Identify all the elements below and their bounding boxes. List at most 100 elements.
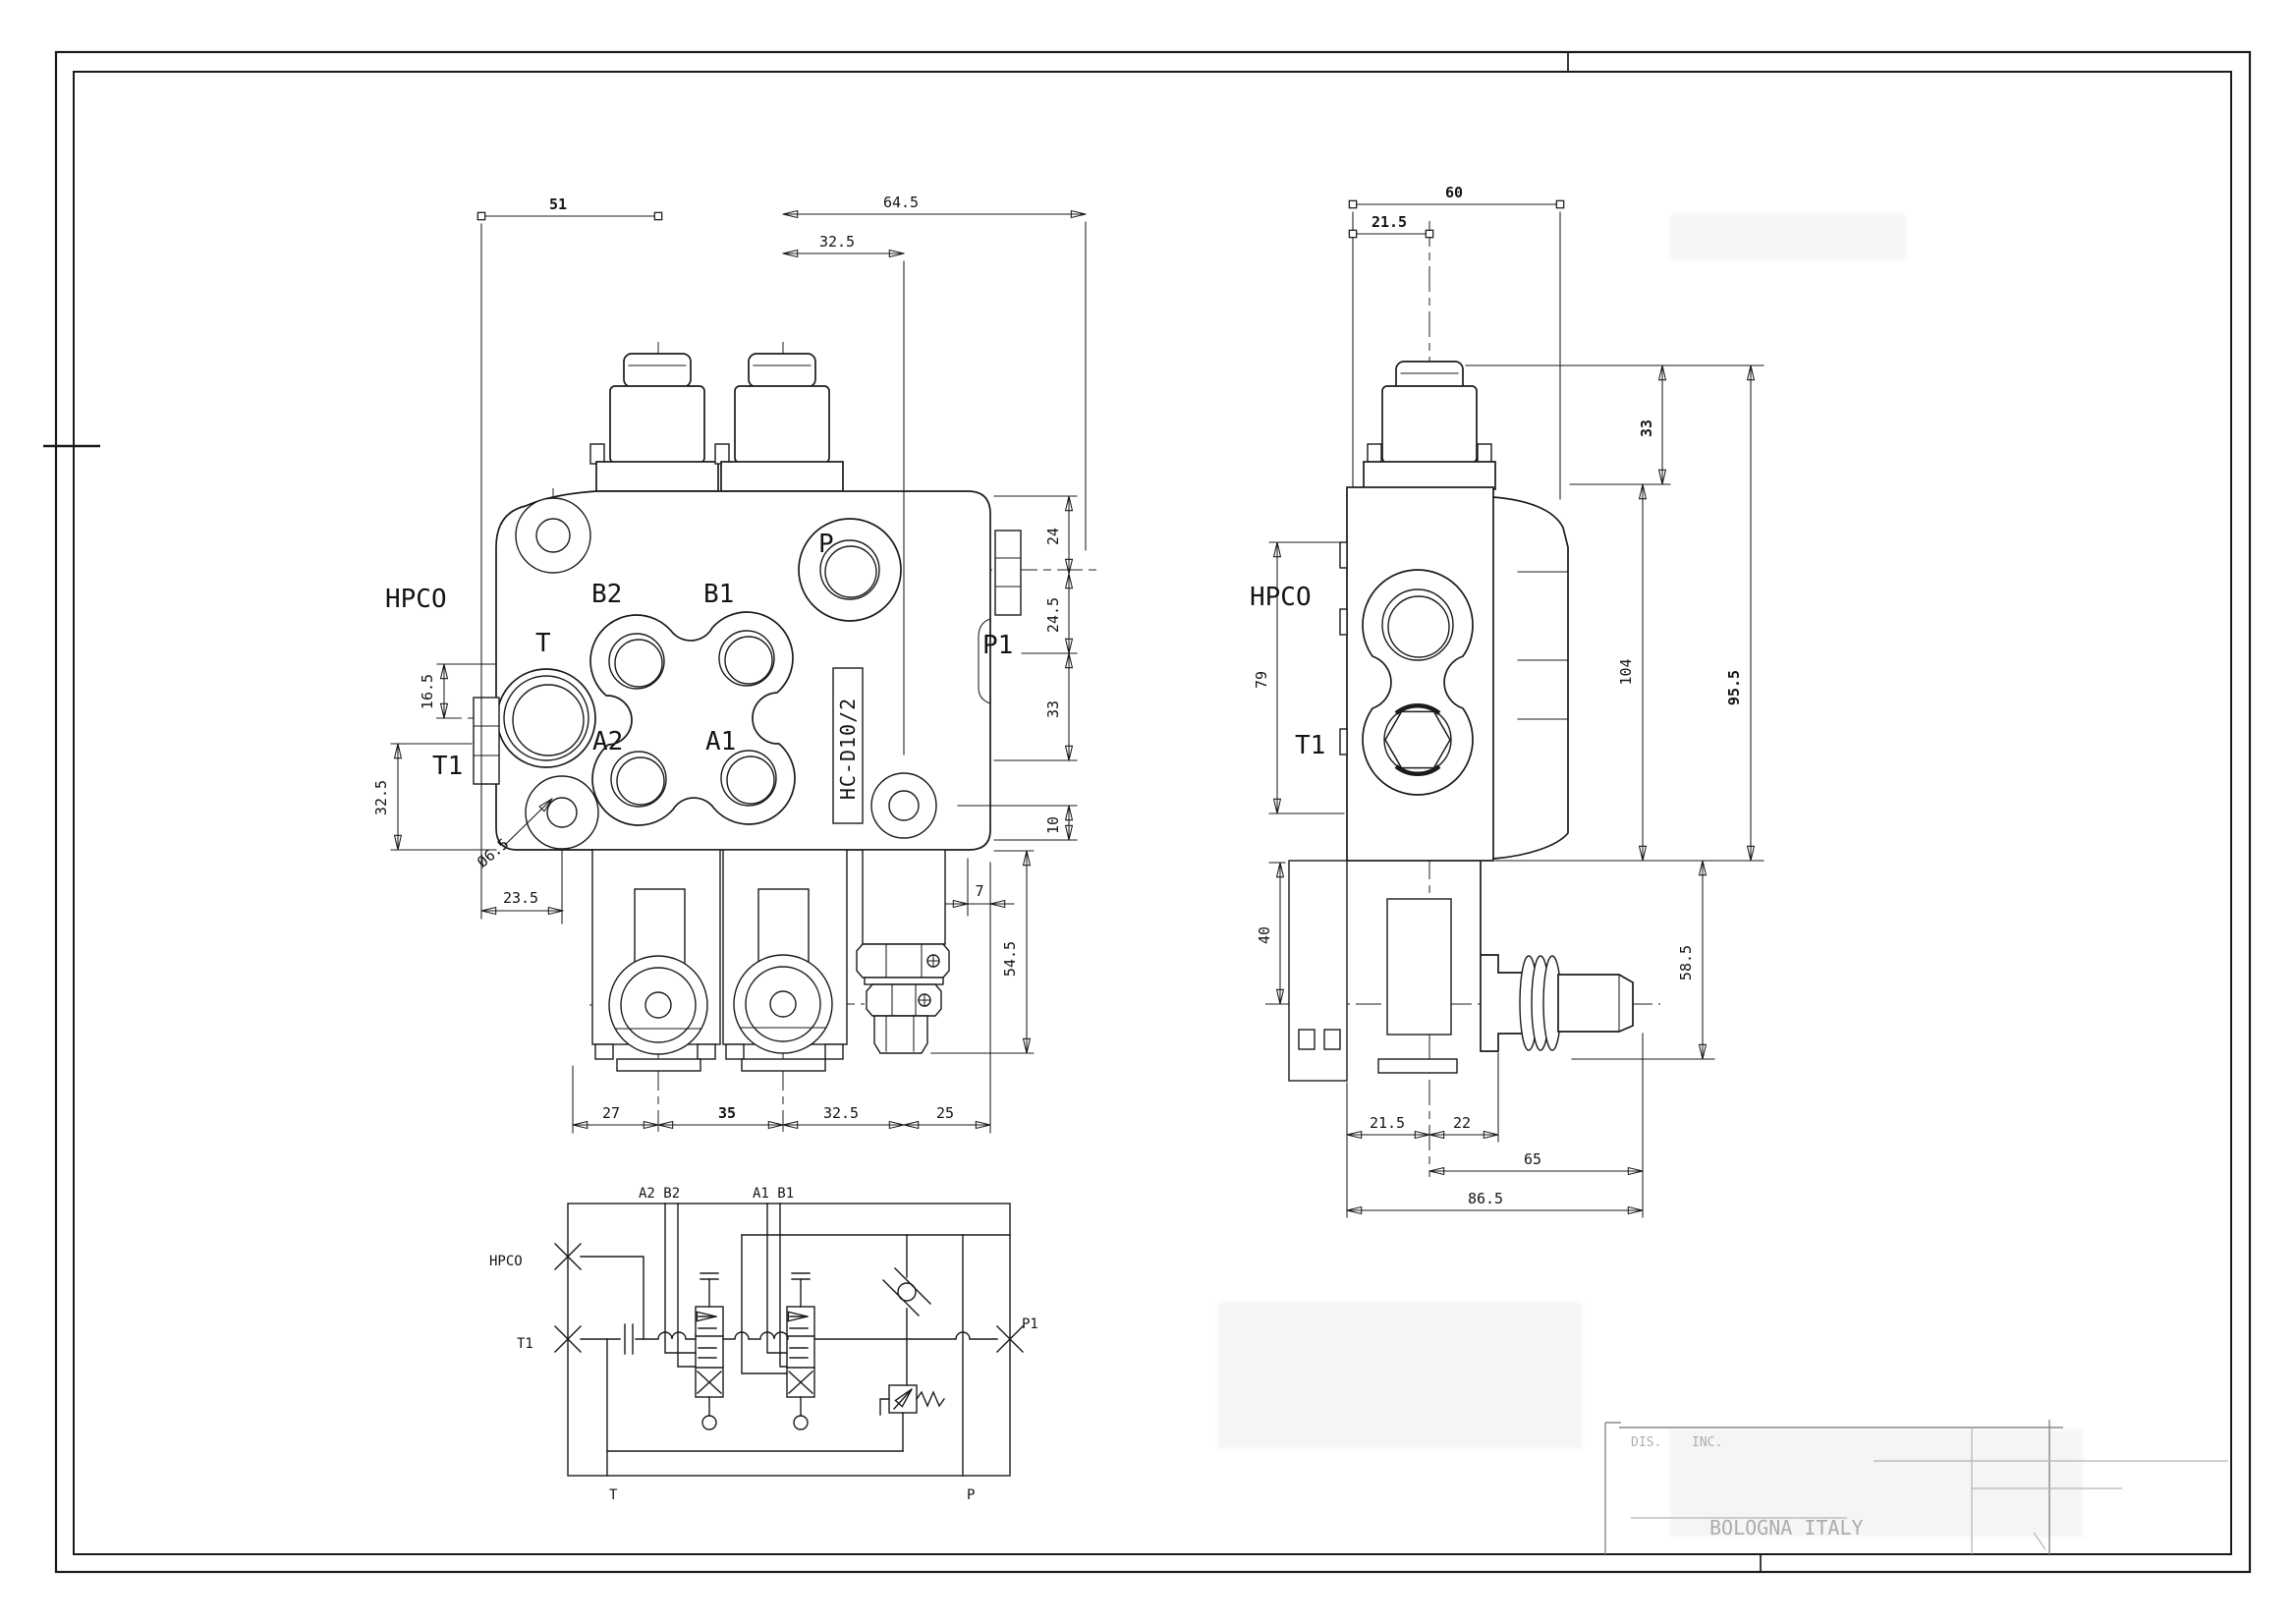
front-body — [473, 490, 1022, 851]
label-p1-front: P1 — [982, 631, 1013, 660]
dim-21-5-top: 21.5 — [1372, 213, 1407, 231]
label-hpco-side: HPCO — [1250, 583, 1312, 612]
dim-23-5: 23.5 — [503, 889, 538, 907]
title-block-city: BOLOGNA ITALY — [1709, 1516, 1864, 1540]
label-a1: A1 — [705, 727, 736, 756]
dim-64-5: 64.5 — [883, 194, 919, 211]
dim-33-side: 33 — [1638, 420, 1655, 437]
p1-fitting — [994, 530, 1022, 616]
relief-valve — [856, 849, 950, 1054]
label-hpco-schematic: HPCO — [489, 1254, 523, 1269]
dim-54-5: 54.5 — [1001, 941, 1019, 977]
boot-mount — [1480, 861, 1526, 1052]
port-t-inner — [512, 684, 585, 756]
line-b2 — [677, 1203, 697, 1368]
label-p1-schematic: P1 — [1022, 1316, 1038, 1332]
plug-symbol-t1 — [554, 1325, 582, 1353]
side-cap — [1363, 361, 1496, 490]
cap1-base — [595, 461, 719, 492]
dim-32-5-bottom: 32.5 — [823, 1104, 859, 1122]
cap2-top — [748, 353, 816, 388]
side-view: 60 21.5 33 104 95.5 79 40 58.5 — [1250, 184, 1764, 1218]
mount-hole-bottom-right — [888, 790, 920, 821]
port-a1-inner — [726, 756, 775, 805]
label-t1-front: T1 — [432, 752, 463, 781]
title-block-inc: INC. — [1692, 1435, 1722, 1450]
dim-40: 40 — [1256, 926, 1273, 944]
cap2-base — [720, 461, 844, 492]
front-view: 51 64.5 32.5 24 24.5 33 10 16.5 — [372, 194, 1100, 1134]
dim-24: 24 — [1044, 528, 1062, 545]
label-hpco-front: HPCO — [385, 585, 447, 614]
spool1-symbol — [695, 1272, 724, 1430]
label-b2: B2 — [591, 580, 622, 609]
side-labels: HPCO T1 — [1250, 583, 1325, 760]
cap1-stud-left — [589, 443, 605, 465]
title-block-corner-mark — [2033, 1532, 2046, 1550]
label-b1: B1 — [703, 580, 734, 609]
plug-symbol-hpco — [554, 1243, 582, 1270]
title-block-ghost: DIS. INC. BOLOGNA ITALY — [1218, 214, 2228, 1554]
label-t1-schematic: T1 — [517, 1336, 533, 1352]
side-lower-section — [1288, 860, 1634, 1082]
dim-32-5-top: 32.5 — [819, 233, 855, 251]
dim-51: 51 — [549, 196, 567, 213]
front-spool-caps — [589, 353, 844, 492]
label-a2: A2 — [592, 727, 623, 756]
dim-24-5: 24.5 — [1044, 597, 1062, 633]
side-body — [1339, 486, 1569, 862]
dim-10: 10 — [1044, 816, 1062, 834]
dim-65: 65 — [1524, 1150, 1541, 1168]
label-a1b1: A1 B1 — [753, 1186, 794, 1202]
front-labels: HPCO T T1 B2 B1 A2 A1 P P1 HC-D10/2 — [385, 530, 1013, 800]
port-a2-inner — [616, 756, 665, 806]
cap1-top — [623, 353, 692, 388]
label-t: T — [535, 629, 551, 658]
model-code: HC-D10/2 — [836, 698, 860, 800]
port-b2-inner — [614, 639, 663, 688]
side-dimensions: 60 21.5 33 104 95.5 79 40 58.5 — [1253, 184, 1764, 1218]
dim-79: 79 — [1253, 671, 1270, 689]
sheet-border — [43, 50, 2252, 1574]
inner-border — [73, 71, 2232, 1555]
title-block-dis: DIS. — [1631, 1435, 1661, 1450]
model-code-plate — [832, 667, 864, 824]
front-bottom-section — [591, 849, 950, 1072]
mount-hole-bottom-left — [546, 797, 578, 828]
label-p: P — [818, 530, 834, 559]
dim-60: 60 — [1445, 184, 1463, 201]
side-spool-housing — [1386, 898, 1452, 1036]
line-a1 — [766, 1203, 788, 1354]
cap2-stud-left — [714, 443, 730, 465]
relief-valve-symbol — [879, 1384, 945, 1452]
t1-fitting — [473, 697, 500, 785]
hydraulic-schematic: A2 B2 A1 B1 HPCO T1 P1 T P — [489, 1186, 1038, 1503]
dim-21-5-bottom: 21.5 — [1370, 1114, 1405, 1132]
label-t1-side: T1 — [1295, 731, 1325, 760]
dim-32-5-left: 32.5 — [372, 780, 390, 815]
dim-16-5: 16.5 — [419, 674, 436, 709]
check-valve-symbol — [882, 1234, 931, 1386]
dim-35: 35 — [718, 1104, 736, 1122]
label-t-schematic: T — [609, 1487, 618, 1503]
plug-symbol-p1 — [996, 1325, 1024, 1353]
smudge-bottom-middle — [1218, 1302, 1582, 1449]
cap1-body — [609, 385, 705, 464]
mount-hole-top-left — [535, 518, 571, 553]
dim-25: 25 — [936, 1104, 954, 1122]
port-p-inner — [824, 545, 877, 598]
spool2-symbol — [786, 1272, 815, 1430]
lever-stub — [1557, 974, 1634, 1033]
label-p-schematic: P — [967, 1487, 975, 1503]
dim-95-5: 95.5 — [1725, 670, 1743, 705]
label-a2b2: A2 B2 — [639, 1186, 680, 1202]
line-b1 — [779, 1203, 788, 1368]
outer-border — [54, 50, 2252, 1574]
dim-58-5: 58.5 — [1677, 945, 1695, 980]
dim-86-5: 86.5 — [1468, 1190, 1503, 1207]
dim-27: 27 — [602, 1104, 620, 1122]
smudge-top-right — [1670, 214, 1906, 261]
cap2-body — [734, 385, 830, 464]
